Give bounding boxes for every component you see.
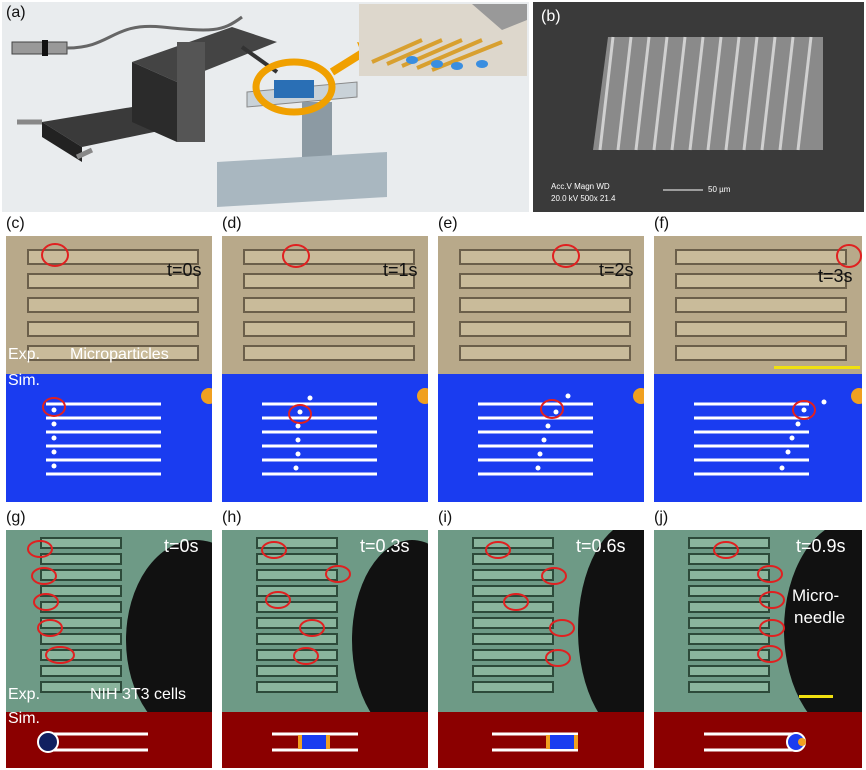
panel-label-j: (j) — [654, 509, 669, 526]
time-label: t=0.6s — [576, 536, 626, 556]
needle-label-line1: Micro- — [792, 586, 840, 605]
sim-image — [654, 374, 862, 502]
panel-c-particles-t0: (c) t=0s — [2, 212, 212, 502]
setup-illustration — [11, 4, 527, 207]
exp-label: Exp. — [8, 346, 41, 363]
exp-image — [222, 236, 428, 374]
time-label: t=1s — [383, 260, 418, 280]
time-label: t=0.9s — [796, 536, 846, 556]
panel-label-b: (b) — [541, 8, 561, 25]
sim-image — [438, 712, 644, 768]
panel-h-cells-t03: (h) t=0.3s — [218, 506, 428, 768]
panel-i-cells-t06: (i) t=0.6s — [434, 506, 644, 768]
sim-image — [654, 712, 862, 768]
panel-b-sem-image: (b) Acc.V Magn WD 20.0 kV 500x 21.4 50 µ… — [533, 2, 864, 212]
panel-label-a: (a) — [6, 4, 26, 21]
exp-image — [222, 530, 428, 714]
exp-image — [438, 236, 644, 374]
panel-label-e: (e) — [438, 215, 458, 232]
time-label: t=2s — [599, 260, 634, 280]
sim-image — [6, 374, 212, 502]
sem-info-line2: 20.0 kV 500x 21.4 — [551, 194, 616, 203]
panel-e-particles-t2: (e) t=2s — [434, 212, 644, 502]
sim-image — [438, 374, 644, 502]
sim-image — [6, 712, 212, 768]
panel-f-particles-t3: (f) t=3s — [650, 212, 864, 502]
sample-label-microparticles: Microparticles — [70, 346, 169, 363]
sem-info-line1: Acc.V Magn WD — [551, 182, 610, 191]
panel-j-cells-t09: (j) t=0.9s Micro- needle — [650, 506, 864, 768]
sem-micrograph — [593, 36, 823, 191]
exp-image — [654, 236, 862, 374]
panel-label-h: (h) — [222, 509, 242, 526]
sample-label-cells: NIH 3T3 cells — [90, 686, 187, 703]
time-label: t=0.3s — [360, 536, 410, 556]
sim-label: Sim. — [8, 372, 40, 389]
sim-image — [222, 374, 428, 502]
sem-scale-label: 50 µm — [708, 185, 731, 194]
exp-image — [6, 236, 212, 386]
exp-image — [6, 530, 212, 714]
exp-label: Exp. — [8, 686, 41, 703]
time-label: t=0s — [164, 536, 199, 556]
sim-label: Sim. — [8, 710, 40, 727]
panel-a-setup-schematic: (a) — [2, 2, 529, 212]
panel-label-d: (d) — [222, 215, 242, 232]
panel-g-cells-t0: (g) t=0s Exp. NIH 3T3 cells Sim. — [2, 506, 212, 768]
panel-label-c: (c) — [6, 215, 25, 232]
panel-label-g: (g) — [6, 509, 26, 526]
panel-label-i: (i) — [438, 509, 453, 526]
time-label: t=3s — [818, 266, 853, 286]
time-label: t=0s — [167, 260, 202, 280]
sim-image — [222, 712, 428, 768]
exp-image — [438, 530, 644, 714]
needle-label-line2: needle — [794, 608, 846, 627]
panel-d-particles-t1: (d) t=1s — [218, 212, 428, 502]
panel-label-f: (f) — [654, 215, 670, 232]
exp-image — [654, 530, 862, 714]
